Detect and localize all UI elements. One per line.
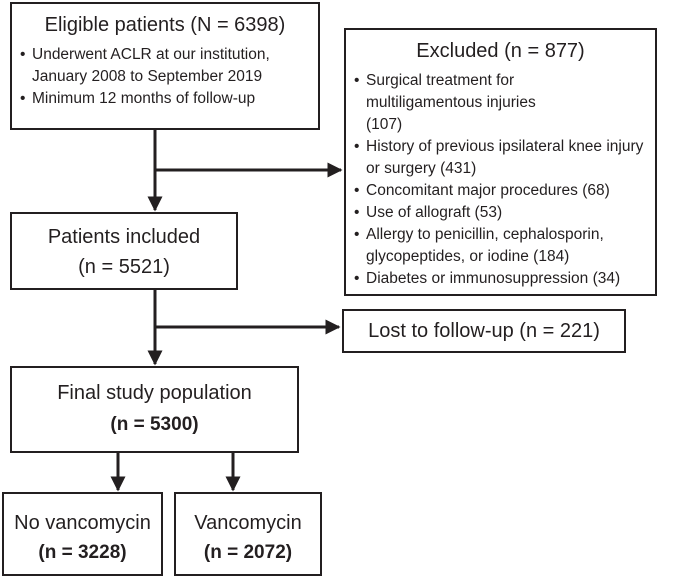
no-vancomycin-count: (n = 3228) (38, 542, 127, 563)
excluded-title: Excluded (n = 877) (416, 40, 585, 62)
lost-to-follow-up-box: Lost to follow-up (n = 221) (342, 309, 626, 353)
vancomycin-count: (n = 2072) (203, 542, 293, 563)
patients-included-box: Patients included (n = 5521) (10, 212, 238, 290)
final-count: (n = 5300) (110, 414, 199, 435)
exclusion-criterion-4: Use of allograft (53) (354, 202, 656, 224)
eligible-title: Eligible patients (N = 6398) (44, 14, 286, 36)
exclusion-criterion-1: Surgical treatment for multiligamentous … (354, 70, 656, 136)
eligible-criterion-1: Underwent ACLR at our institution, Janua… (20, 44, 322, 88)
final-title: Final study population (57, 382, 252, 404)
lost-title: Lost to follow-up (n = 221) (368, 320, 600, 342)
exclusion-criterion-5: Allergy to penicillin, cephalosporin, gl… (354, 224, 656, 268)
final-population-box: Final study population (n = 5300) (10, 366, 299, 453)
eligible-criteria-list: Underwent ACLR at our institution, Janua… (20, 44, 322, 110)
exclusion-criterion-2: History of previous ipsilateral knee inj… (354, 136, 656, 180)
eligible-patients-box: Eligible patients (N = 6398) Underwent A… (10, 2, 320, 130)
exclusion-criteria-list: Surgical treatment for multiligamentous … (354, 70, 656, 290)
included-title: Patients included (47, 226, 201, 248)
vancomycin-title: Vancomycin (194, 512, 302, 534)
excluded-box: Excluded (n = 877) Surgical treatment fo… (344, 28, 657, 296)
no-vancomycin-title: No vancomycin (14, 512, 151, 534)
vancomycin-box: Vancomycin (n = 2072) (174, 492, 322, 576)
no-vancomycin-box: No vancomycin (n = 3228) (2, 492, 163, 576)
included-count: (n = 5521) (78, 256, 170, 278)
exclusion-criterion-6: Diabetes or immunosuppression (34) (354, 268, 656, 290)
exclusion-criterion-3: Concomitant major procedures (68) (354, 180, 656, 202)
eligible-criterion-2: Minimum 12 months of follow-up (20, 88, 322, 110)
